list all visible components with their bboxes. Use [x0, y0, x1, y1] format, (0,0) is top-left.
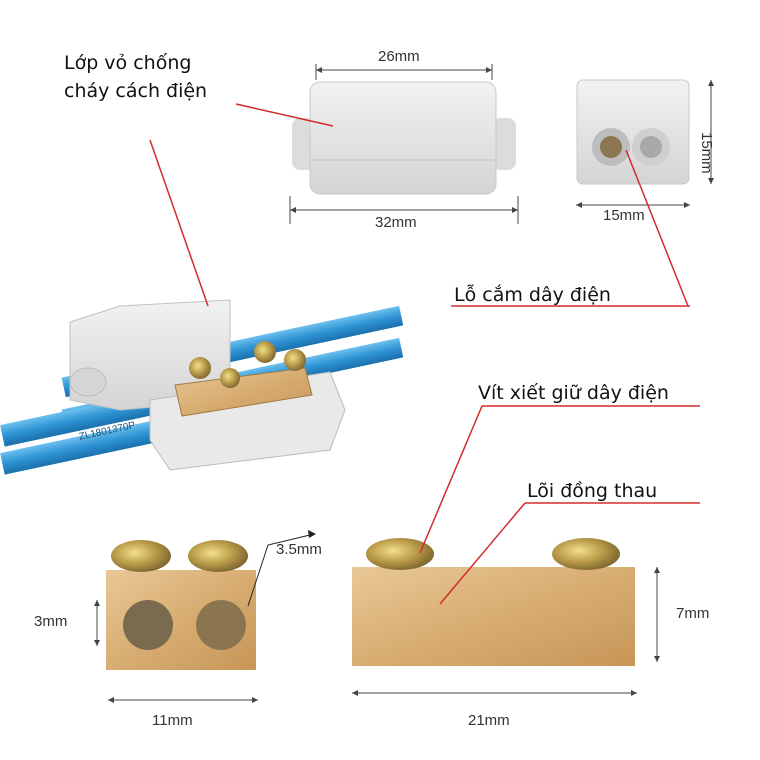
assembled-connector [0, 299, 404, 475]
housing-label-line1: Lớp vỏ chống [64, 52, 192, 74]
wire-hole-label: Lỗ cắm dây điện [454, 284, 611, 306]
dim-block-length: 21mm [468, 712, 510, 729]
housing-label-line2: cháy cách điện [64, 80, 208, 102]
housing-top-view [289, 64, 519, 224]
dim-end-width: 15mm [603, 207, 645, 224]
dim-screw-gap: 3.5mm [276, 541, 322, 558]
brass-core-label: Lõi đồng thau [527, 480, 658, 502]
housing-end-view [576, 79, 714, 208]
dim-block-width: 11mm [152, 712, 193, 729]
screw-label: Vít xiết giữ dây điện [478, 382, 669, 404]
dim-hole-dia: 3mm [34, 613, 68, 630]
callout-lines [149, 103, 700, 605]
brass-bar-side-view [352, 538, 660, 696]
dim-top-width: 26mm [378, 48, 420, 65]
dim-block-height: 7mm [676, 605, 710, 622]
brass-block-end-view [94, 530, 316, 703]
dim-end-height: 15mm [698, 132, 715, 174]
dim-bottom-width: 32mm [375, 214, 417, 231]
